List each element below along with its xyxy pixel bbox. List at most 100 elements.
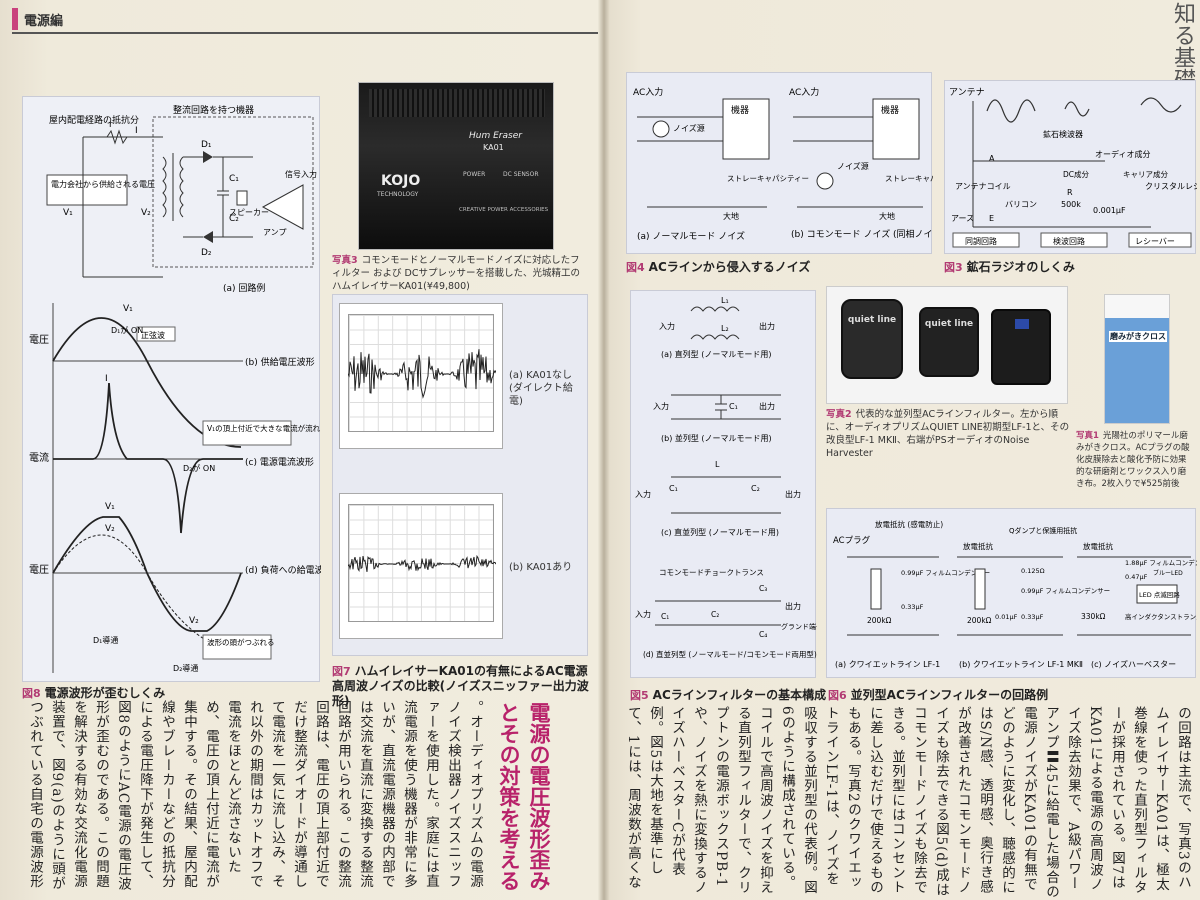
section-label: 電源編 [24,14,64,29]
svg-text:r: r [109,120,113,130]
header-rule [12,32,598,34]
svg-text:A: A [989,154,995,163]
article-heading: 電源の電圧波形歪みとその対策を考える [497,702,551,891]
svg-text:AC入力: AC入力 [789,86,819,98]
svg-text:出力: 出力 [785,601,801,611]
svg-text:放電抵抗 (感電防止): 放電抵抗 (感電防止) [875,519,943,529]
svg-text:ACプラグ: ACプラグ [833,535,871,546]
fig8-circuit: 屋内配電経路の抵抗分 整流回路を持つ機器 電力会社から供給される電圧 r I V… [46,104,317,294]
current-note: V₁の頂上付近で大きな電流が流れる [207,423,321,433]
svg-text:0.99μF フィルムコンデンサー: 0.99μF フィルムコンデンサー [1021,586,1110,595]
amp-label: アンプ [263,228,286,237]
device-sub-label: TECHNOLOGY [377,191,419,198]
svg-text:C₁: C₁ [229,174,239,184]
house-wiring-label: 屋内配電経路の抵抗分 [49,114,139,126]
svg-text:検波回路: 検波回路 [1053,236,1085,246]
scope-without-ka01 [339,303,503,449]
fig8d-caption: (d) 負荷への給電波形 [245,564,321,576]
fig5-diagram: L₁ L₂ 入力 出力 (a) 直列型 (ノーマルモード用) C₁ 入力 出力 … [635,296,823,659]
device-dc-label: DC SENSOR [503,171,539,178]
svg-text:C₁: C₁ [669,484,678,493]
svg-text:ブルーLED: ブルーLED [1153,569,1183,577]
svg-text:1.88μF フィルムコンデンサー: 1.88μF フィルムコンデンサー [1125,558,1197,567]
device-footer-label: CREATIVE POWER ACCESSORIES [459,207,549,213]
svg-text:500k: 500k [1061,200,1081,209]
svg-text:出力: 出力 [759,321,775,331]
svg-text:0.33μF: 0.33μF [1021,613,1044,621]
svg-text:キャリア成分: キャリア成分 [1123,169,1168,179]
svg-text:入力: 入力 [659,321,675,331]
fig6-panel: ACプラグ 放電抵抗 (感電防止) 200kΩ 0.99μF フィルムコンデンサ… [826,508,1200,678]
article-body-right: の回路は主流で、写真3のハムイレイサーKA01は、極太巻線を使った直列型フィルタ… [625,706,1191,900]
svg-text:同調回路: 同調回路 [965,236,997,246]
svg-text:高インダクタンストランス: 高インダクタンストランス [1125,612,1197,621]
svg-text:L₂: L₂ [721,324,729,333]
svg-text:D₂: D₂ [201,248,212,258]
svg-text:I: I [105,374,108,384]
fig6-diagram: ACプラグ 放電抵抗 (感電防止) 200kΩ 0.99μF フィルムコンデンサ… [833,519,1200,669]
noise-trace-line [348,349,496,399]
svg-text:D₂が ON: D₂が ON [183,463,215,473]
svg-text:R: R [1067,188,1073,197]
fig8-waveforms: 電圧 V₁ 正弦波 D₁が ON (b) 供給電圧波形 電流 I D₂が ON … [29,303,321,673]
svg-text:0.125Ω: 0.125Ω [1021,567,1045,575]
svg-text:ストレーキャパシティー: ストレーキャパシティー [727,174,809,183]
fig5d-caption: (d) 直並列型 (ノーマルモード/コモンモード両用型) [643,649,817,659]
svg-text:0.47μF: 0.47μF [1125,573,1148,581]
fig7-panel: (a) KA01なし (ダイレクト給電) (b) KA01あり [332,294,588,656]
svg-text:E: E [989,214,994,223]
scope-with-ka01 [339,493,503,639]
fig4-diagram: AC入力 ノイズ源 機器 ストレーキャパシティー 大地 (a) ノーマルモード … [633,86,967,242]
svg-text:0.001μF: 0.001μF [1093,206,1126,215]
article-body-left-tail [560,700,596,900]
quiet-line-unit-2: quiet line [919,307,979,377]
svg-text:C₁: C₁ [661,612,669,621]
fig8b-caption: (b) 供給電圧波形 [245,356,315,368]
device-model-label: Hum Eraser [469,131,522,141]
svg-text:200kΩ: 200kΩ [867,616,892,625]
svg-text:グランド端子: グランド端子 [781,622,817,631]
svg-text:V₂: V₂ [189,616,199,626]
fig6b-caption: (b) クワイエットライン LF-1 MKⅡ [959,660,1083,669]
fig8c-caption: (c) 電源電流波形 [245,456,314,468]
quiet-line-unit-1: quiet line [841,299,903,379]
svg-text:C₃: C₃ [759,584,767,593]
fig3-diagram: アンテナ 鉱石検波器 オーディオ成分 キャリア成分 DC成分 R 500k 0.… [949,87,1200,248]
svg-text:電圧: 電圧 [29,564,49,576]
svg-text:出力: 出力 [785,489,801,499]
svg-text:DC成分: DC成分 [1063,169,1090,179]
svg-text:V₁: V₁ [123,304,133,314]
svg-text:バリコン: バリコン [1005,200,1037,209]
svg-text:アンテナ: アンテナ [949,87,985,98]
svg-text:電流: 電流 [29,451,49,464]
sine-callout: 正弦波 [141,330,165,340]
svg-text:大地: 大地 [879,211,895,221]
svg-text:330kΩ: 330kΩ [1081,612,1106,621]
fig5a-caption: (a) 直列型 (ノーマルモード用) [661,349,771,359]
svg-text:0.01μF: 0.01μF [995,613,1018,621]
svg-text:C₁: C₁ [729,402,738,411]
noise-harvester-unit [991,309,1051,385]
svg-text:V₁: V₁ [63,208,73,218]
fig5-panel: L₁ L₂ 入力 出力 (a) 直列型 (ノーマルモード用) C₁ 入力 出力 … [630,290,823,678]
svg-text:電圧: 電圧 [29,334,49,346]
filter-photo: quiet line quiet line [826,286,1068,404]
fig7a-label: (a) KA01なし (ダイレクト給電) [509,370,573,407]
device-power-label: POWER [463,171,486,178]
svg-text:出力: 出力 [759,401,775,411]
svg-text:C₂: C₂ [751,484,760,493]
article-body-left: 。オーディオプリズムの電源ノイズ検出器ノイズスニッファーを使用した。家庭には直流… [30,700,483,892]
svg-text:入力: 入力 [635,489,651,499]
fig4-panel: AC入力 ノイズ源 機器 ストレーキャパシティー 大地 (a) ノーマルモード … [626,72,967,254]
svg-text:L₁: L₁ [721,296,729,305]
svg-text:入力: 入力 [653,401,669,411]
svg-text:D₂導通: D₂導通 [173,663,198,673]
fig4b-caption: (b) コモンモード ノイズ (同相ノイズ) [791,228,933,240]
svg-text:ストレーキャパシティー: ストレーキャパシティー [885,174,933,183]
noise-trace-b [348,554,496,573]
